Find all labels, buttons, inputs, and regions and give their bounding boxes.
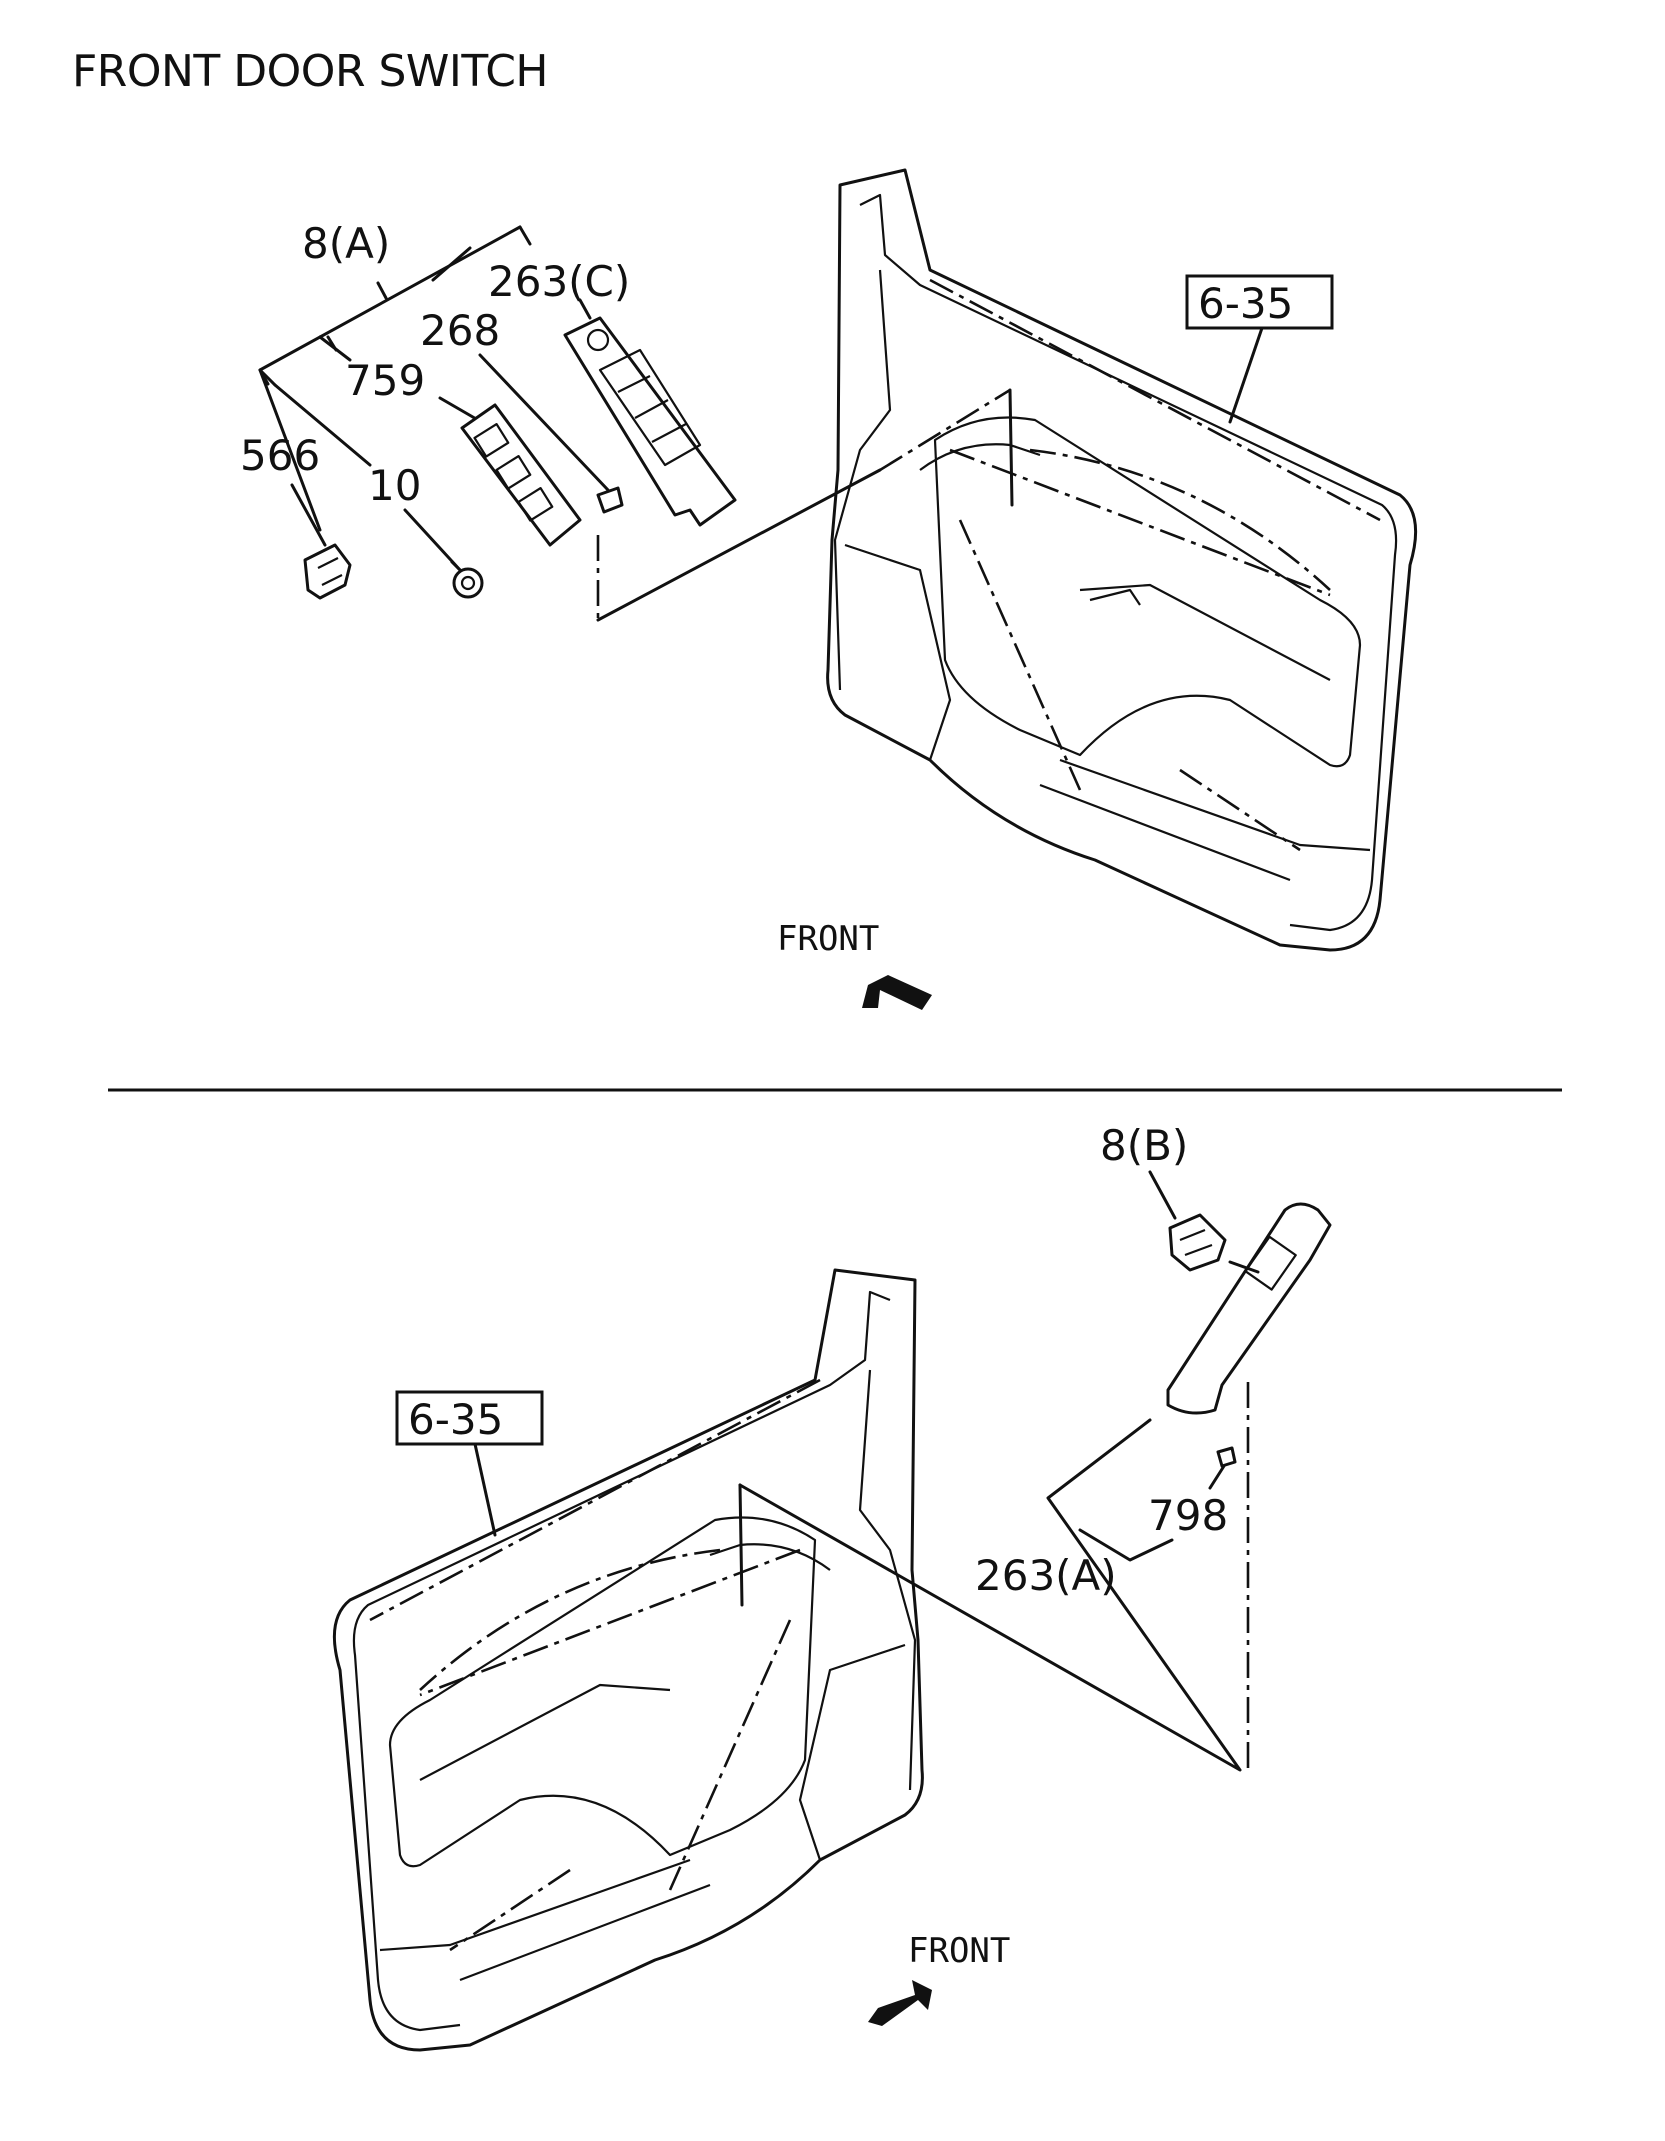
part-759-switch-assembly <box>460 403 582 547</box>
label-263a: 263(A) <box>975 1551 1117 1600</box>
door-panel-bottom <box>332 1268 924 2052</box>
label-268: 268 <box>420 306 500 355</box>
front-arrow-icon <box>862 975 932 1010</box>
part-263c-panel <box>563 316 737 527</box>
part-263a-panel <box>1166 1202 1332 1415</box>
part-566-switch <box>303 543 352 600</box>
leader-263c <box>578 298 592 320</box>
ref-label-bottom: 6-35 <box>408 1395 503 1444</box>
page-title: FRONT DOOR SWITCH <box>72 46 549 97</box>
door-panel-top <box>826 168 1418 952</box>
leader-566 <box>290 483 327 547</box>
leader-10 <box>403 508 462 572</box>
label-10: 10 <box>368 461 421 510</box>
top-view: 8(A) 263(C) 268 759 566 10 <box>240 168 1418 1010</box>
front-indicator-bottom: FRONT <box>868 1931 1010 2026</box>
bottom-view: 8(B) 798 263(A) <box>332 1121 1332 2052</box>
ref-label-top: 6-35 <box>1198 279 1293 328</box>
leader-268 <box>478 353 610 492</box>
part-798-clip <box>1208 1446 1237 1490</box>
ref-box-bottom: 6-35 <box>395 1390 544 1537</box>
part-10-screw <box>450 560 484 599</box>
label-759: 759 <box>345 356 425 405</box>
part-268-clip <box>596 486 624 514</box>
label-8b: 8(B) <box>1100 1121 1188 1170</box>
ref-box-top: 6-35 <box>1185 274 1334 424</box>
label-798: 798 <box>1148 1491 1228 1540</box>
front-label-bottom: FRONT <box>908 1931 1010 1971</box>
front-arrow-icon <box>868 1980 932 2026</box>
leader-759 <box>438 396 480 422</box>
door-pointer-top <box>1008 388 1014 507</box>
part-8b-switch <box>1168 1213 1227 1272</box>
connector-dash-to-door <box>879 388 1011 472</box>
label-263c: 263(C) <box>488 257 630 306</box>
label-566: 566 <box>240 431 320 480</box>
label-bracket-8a <box>258 225 532 532</box>
front-label-top: FRONT <box>777 919 879 959</box>
front-indicator-top: FRONT <box>777 919 932 1010</box>
label-8a: 8(A) <box>302 219 390 268</box>
leader-263a <box>1078 1528 1174 1562</box>
connector-bottom-solid <box>738 1418 1242 1772</box>
leader-8b <box>1148 1170 1177 1220</box>
connector-solid <box>596 468 882 622</box>
